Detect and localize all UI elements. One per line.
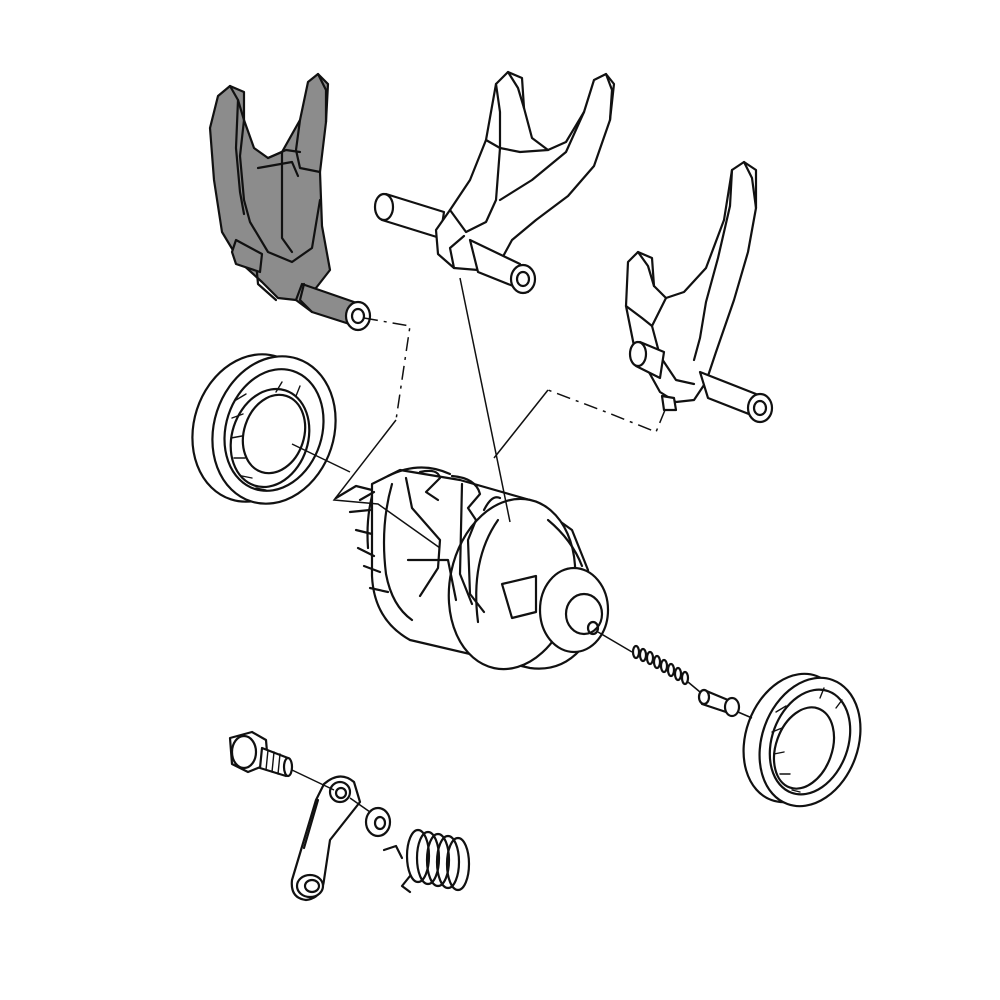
bearing-left[interactable] <box>174 338 354 520</box>
shift-fork-right[interactable] <box>624 160 774 424</box>
leader-lines <box>291 277 753 813</box>
shift-fork-center[interactable] <box>373 70 616 295</box>
stopper-bolt[interactable] <box>228 730 294 778</box>
shift-drum[interactable] <box>334 466 610 681</box>
bearing-right[interactable] <box>726 660 877 821</box>
shift-fork-highlighted[interactable] <box>208 72 372 332</box>
washer[interactable] <box>364 806 392 838</box>
torsion-spring[interactable] <box>382 828 471 894</box>
stopper-lever[interactable] <box>290 775 362 902</box>
detent-pin[interactable] <box>697 688 741 718</box>
detent-spring[interactable] <box>631 644 690 686</box>
